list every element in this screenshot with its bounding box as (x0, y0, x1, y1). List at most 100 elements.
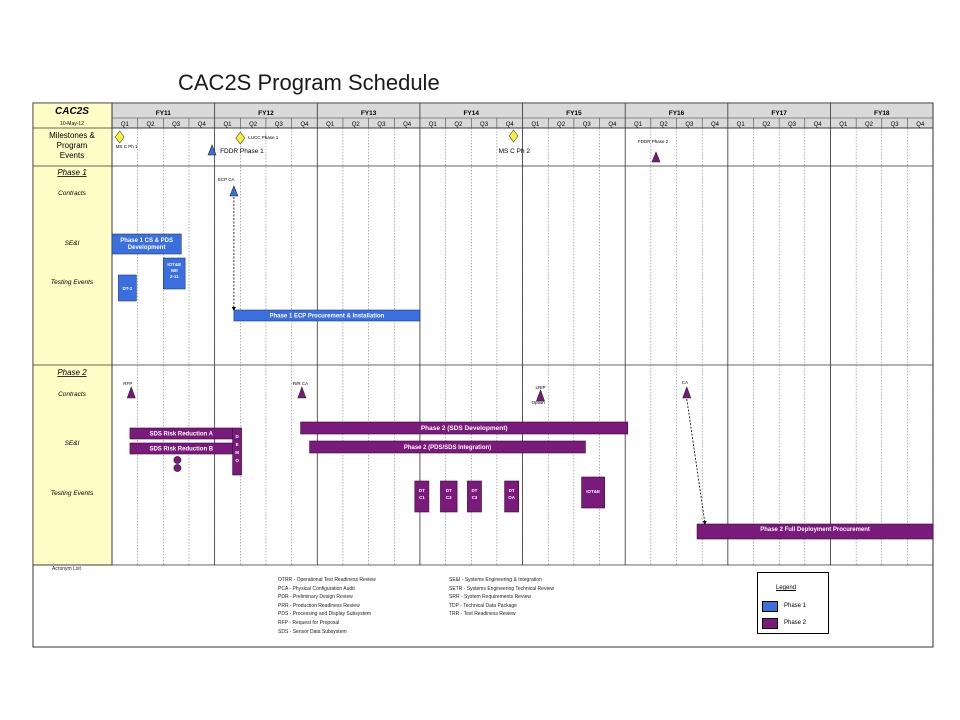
fiscal-year-label: FY16 (669, 110, 685, 117)
contract-award-triangle (682, 386, 692, 399)
row-label-phase2-testing: Testing Events (51, 490, 94, 497)
arrow-head (231, 307, 236, 311)
contract-award-triangle (229, 185, 239, 197)
phase1-bar-label: DT-2 (123, 286, 133, 291)
contract-label: ECP CA (218, 177, 235, 182)
quarter-label: Q3 (480, 122, 489, 128)
acronym-entry: PDS - Processing and Display Subsystem (278, 611, 372, 618)
milestone-label: LUCC Phase 1 (248, 135, 279, 140)
phase1-bar (163, 257, 186, 290)
milestone-label: MS C Ph 1 (116, 144, 138, 149)
quarter-label: Q3 (377, 122, 386, 128)
acronym-entry: TDP - Technical Data Package (449, 602, 517, 609)
legend-swatch-phase1 (762, 601, 778, 612)
acronym-entry: OTRR - Operational Test Readiness Review (278, 577, 376, 583)
contract-award-triangle (297, 386, 307, 399)
fiscal-year-label: FY15 (566, 110, 582, 117)
page-title: CAC2S Program Schedule (178, 70, 440, 95)
quarter-label: Q2 (249, 122, 258, 128)
phase2-bar-label: Phase 2 (SDS Development) (421, 425, 508, 432)
phase2-bar (696, 523, 934, 540)
event-marker (173, 464, 182, 472)
fiscal-year-label: FY13 (361, 110, 377, 117)
quarter-label: Q4 (608, 122, 617, 128)
quarter-label: Q2 (352, 122, 361, 128)
milestone-triangle (207, 144, 217, 156)
phase1-bar (118, 274, 137, 302)
program-name: CAC2S (55, 106, 89, 117)
acronym-entry: PDR - Preliminary Design Review (278, 594, 353, 601)
contract-label: LRIP (536, 385, 546, 390)
acronym-entry: SETR - Systems Engineering Technical Rev… (449, 585, 554, 592)
quarter-label: Q2 (146, 122, 155, 128)
legend-label-phase1: Phase 1 (784, 603, 807, 609)
milestone-diamond (508, 129, 519, 143)
contract-label: CA (682, 380, 688, 385)
phase2-bar (309, 440, 586, 454)
row-label-phase1-testing: Testing Events (51, 279, 94, 286)
phase2-bar (300, 421, 629, 435)
fiscal-year-label: FY14 (463, 110, 479, 117)
row-label-phase2-sei: SE&I (65, 440, 80, 447)
phase2-bar-label: SDS Risk Reduction A (150, 432, 214, 438)
fiscal-year-label: FY17 (771, 110, 787, 117)
acronym-list-title: Acronym List (52, 566, 81, 572)
fiscal-year-label: FY12 (258, 110, 274, 117)
quarter-label: Q2 (762, 122, 771, 128)
quarter-label: Q4 (711, 122, 720, 128)
acronym-entry: SE&I - Systems Engineering & Integration (449, 577, 542, 583)
phase1-bar (233, 309, 421, 322)
quarter-label: Q4 (916, 122, 925, 128)
row-label-phase2-contracts: Contracts (58, 391, 87, 398)
acronym-entry: RFP - Request for Proposal (278, 619, 340, 626)
quarter-label: Q1 (429, 122, 438, 128)
legend-label-phase2: Phase 2 (784, 620, 807, 626)
milestone-diamond (235, 131, 246, 145)
milestone-label: MS C Ph 2 (499, 148, 531, 155)
acronym-entry: TRR - Test Readiness Review (449, 611, 516, 618)
phase2-bar-label: Phase 2 Full Deployment Procurement (760, 527, 870, 533)
milestone-triangle (651, 151, 661, 163)
phase2-bar-label: SDS Risk Reduction B (149, 447, 213, 453)
quarter-label: Q1 (223, 122, 232, 128)
quarter-label: Q3 (788, 122, 797, 128)
quarter-label: Q1 (737, 122, 746, 128)
quarter-label: Q3 (172, 122, 181, 128)
contract-award-triangle (536, 389, 545, 402)
row-label-phase2: Phase 2 (57, 368, 87, 377)
quarter-label: Q2 (660, 122, 669, 128)
quarter-label: Q2 (557, 122, 566, 128)
quarter-label: Q3 (891, 122, 900, 128)
schedule-frame (32, 102, 934, 648)
quarter-label: Q1 (839, 122, 848, 128)
quarter-label: Q1 (121, 122, 130, 128)
phase2-bar (440, 480, 458, 513)
schedule-date: 10-May-12 (60, 121, 84, 127)
contract-label: RFP (123, 381, 132, 386)
phase1-bar-label: Phase 1 ECP Procurement & Installation (270, 314, 385, 320)
phase2-bar (504, 480, 520, 513)
phase2-bar-label: IOT&E (586, 489, 600, 494)
arrow-head (702, 521, 707, 525)
acronym-entry: SRR - System Requirements Review (449, 594, 531, 601)
phase1-bar (111, 233, 182, 255)
quarter-label: Q4 (403, 122, 412, 128)
row-label-phase1-sei: SE&I (65, 240, 80, 247)
contract-award-triangle (126, 386, 136, 399)
fiscal-year-label: FY11 (156, 110, 172, 117)
acronym-list-left: OTRR - Operational Test Readiness Review… (278, 576, 376, 636)
legend: Legend Phase 1 Phase 2 (757, 572, 829, 634)
quarter-label: Q3 (583, 122, 592, 128)
legend-title: Legend (776, 585, 797, 591)
quarter-label: Q1 (326, 122, 335, 128)
